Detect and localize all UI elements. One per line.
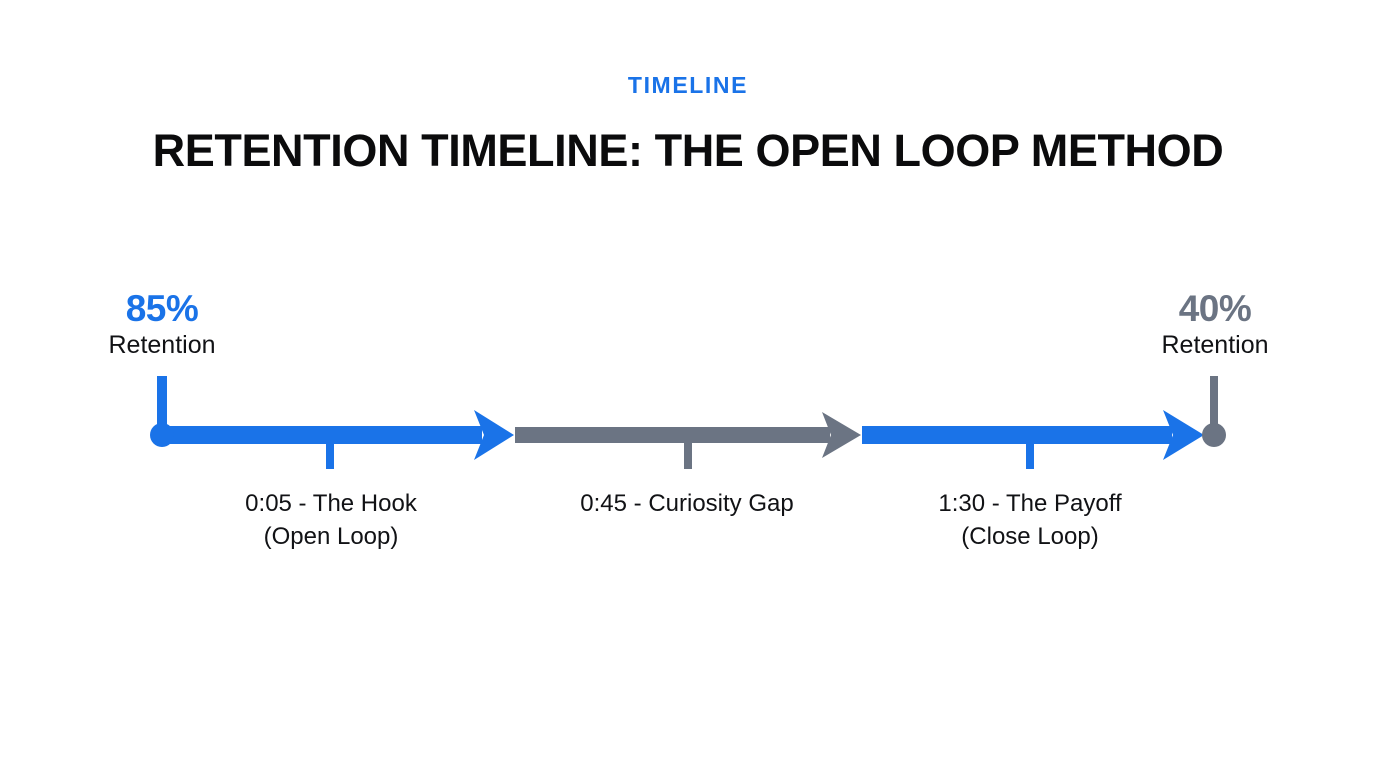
- milestone-label-1: 0:45 - Curiosity Gap: [517, 487, 857, 520]
- milestone-label-2-line2: (Close Loop): [961, 523, 1099, 550]
- milestone-label-2: 1:30 - The Payoff (Close Loop): [860, 487, 1200, 553]
- milestone-label-0-line1: 0:05 - The Hook: [245, 490, 417, 517]
- payoff-segment-bar: [862, 426, 1172, 444]
- retention-start-value: 85%: [125, 288, 199, 329]
- curiosity-gap-segment-bar: [515, 427, 830, 443]
- milestone-label-0: 0:05 - The Hook (Open Loop): [161, 487, 501, 553]
- milestone-tick-1: [684, 437, 692, 469]
- payoff-segment-arrowhead: [1163, 410, 1204, 460]
- page-title: RETENTION TIMELINE: THE OPEN LOOP METHOD: [152, 125, 1224, 176]
- milestone-tick-2: [1026, 437, 1034, 469]
- end-endpoint-marker: [1202, 423, 1226, 447]
- milestone-tick-0: [326, 437, 334, 469]
- retention-end-value: 40%: [1178, 288, 1252, 329]
- start-endpoint-marker: [150, 423, 174, 447]
- milestone-label-0-line2: (Open Loop): [263, 523, 399, 550]
- retention-callout-end: 40% Retention: [1085, 288, 1345, 361]
- hook-segment-bar: [162, 426, 482, 444]
- milestone-label-2-line1: 1:30 - The Payoff: [938, 490, 1122, 517]
- curiosity-gap-segment-arrowhead: [822, 412, 861, 458]
- retention-end-label: Retention: [1161, 331, 1269, 359]
- retention-start-label: Retention: [108, 331, 216, 359]
- end-connector-stem: [1210, 376, 1218, 434]
- start-connector-stem: [157, 376, 167, 438]
- milestone-label-1-line1: 0:45 - Curiosity Gap: [580, 490, 794, 517]
- hook-segment-arrowhead: [474, 410, 514, 460]
- retention-callout-start: 85% Retention: [32, 288, 292, 361]
- eyebrow-label: TIMELINE: [627, 72, 749, 98]
